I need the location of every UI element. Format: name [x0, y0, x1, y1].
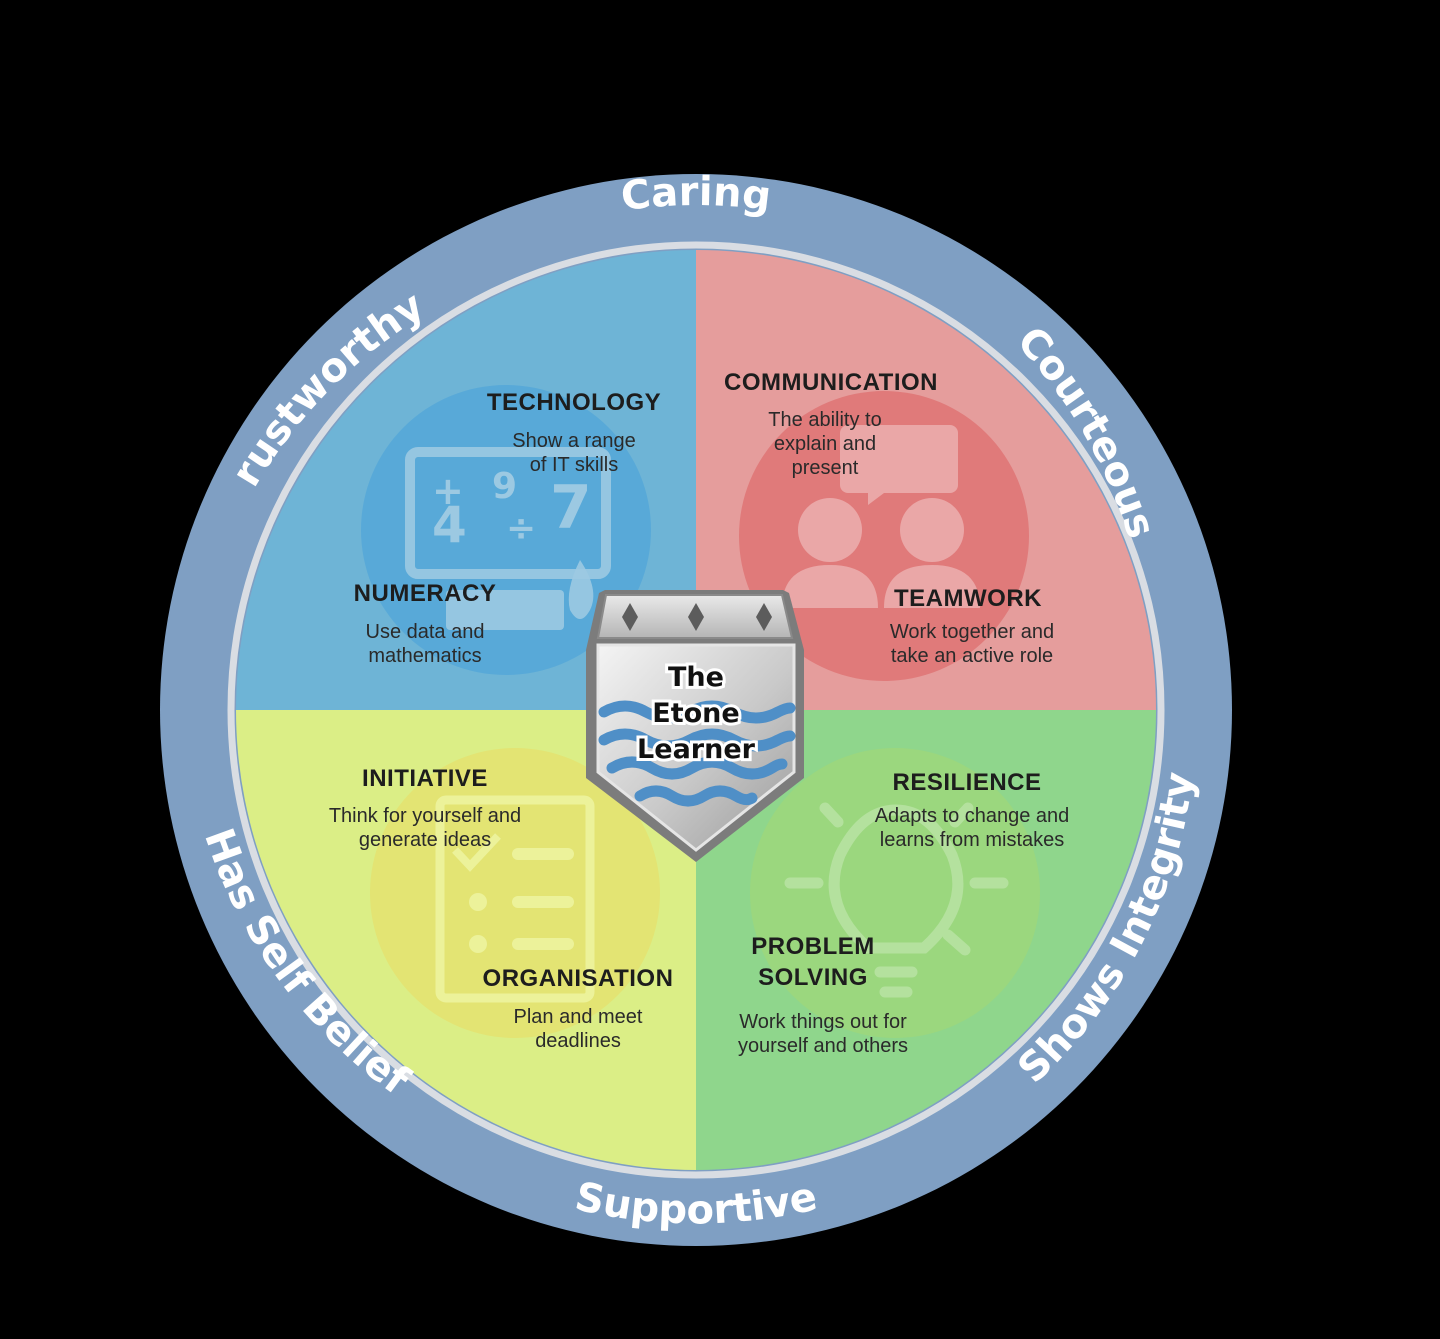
skill-desc-line: learns from mistakes: [880, 829, 1065, 851]
checklist-icon: [370, 748, 660, 1038]
ring-divider: [227, 241, 1165, 1179]
skill-organisation: ORGANISATION Plan and meet deadlines: [483, 965, 674, 1052]
skill-title: TECHNOLOGY: [487, 389, 661, 416]
svg-text:4: 4: [432, 496, 467, 554]
skill-teamwork: TEAMWORK Work together and take an activ…: [890, 585, 1054, 667]
skill-desc-line: Work together and: [890, 621, 1054, 643]
skill-desc-line: deadlines: [535, 1030, 621, 1052]
skill-desc-line: generate ideas: [359, 829, 491, 851]
skill-desc-line: Show a range: [512, 430, 635, 452]
skill-title: TEAMWORK: [894, 585, 1042, 612]
skill-desc-line: Use data and: [366, 621, 485, 643]
etone-shield-crest: The Etone Learner: [586, 590, 804, 862]
skill-communication: COMMUNICATION The ability to explain and…: [724, 369, 938, 479]
skill-title: PROBLEM: [751, 933, 875, 960]
skill-desc-line: explain and: [774, 433, 876, 455]
center-title-line: Learner: [637, 734, 756, 765]
value-caring: Caring: [619, 169, 774, 220]
svg-text:+: +: [432, 469, 464, 513]
skill-problem-solving: PROBLEM SOLVING Work things out for your…: [738, 933, 908, 1057]
center-title: The Etone Learner: [634, 659, 759, 768]
lightbulb-icon: [750, 748, 1040, 1038]
skill-title: NUMERACY: [354, 580, 497, 607]
skill-numeracy: NUMERACY Use data and mathematics: [354, 580, 497, 667]
people-chat-icon: [739, 391, 1029, 681]
svg-text:÷: ÷: [506, 508, 536, 549]
skill-desc-line: present: [792, 457, 859, 479]
center-title-line: Etone: [652, 698, 739, 729]
svg-text:9: 9: [492, 466, 517, 507]
center-title-line: The: [668, 662, 724, 693]
skill-desc-line: Work things out for: [739, 1011, 907, 1033]
skill-title: ORGANISATION: [483, 965, 674, 992]
skill-title: SOLVING: [758, 964, 868, 991]
skill-desc-line: of IT skills: [530, 454, 619, 476]
skill-title: INITIATIVE: [362, 765, 488, 792]
skill-desc-line: mathematics: [368, 645, 481, 667]
skill-title: RESILIENCE: [892, 769, 1041, 796]
skill-desc-line: take an active role: [891, 645, 1053, 667]
skill-desc-line: Think for yourself and: [329, 805, 521, 827]
skill-initiative: INITIATIVE Think for yourself and genera…: [329, 765, 521, 851]
skill-resilience: RESILIENCE Adapts to change and learns f…: [875, 769, 1070, 851]
svg-text:7: 7: [550, 473, 592, 543]
skill-technology: TECHNOLOGY Show a range of IT skills: [487, 389, 661, 476]
skill-title: COMMUNICATION: [724, 369, 938, 396]
computer-math-icon: + 4 9 ÷ 7: [361, 385, 651, 675]
skill-desc-line: Adapts to change and: [875, 805, 1070, 827]
skill-desc-line: Plan and meet: [514, 1006, 643, 1028]
skill-desc-line: The ability to: [768, 409, 881, 431]
skill-desc-line: yourself and others: [738, 1035, 908, 1057]
